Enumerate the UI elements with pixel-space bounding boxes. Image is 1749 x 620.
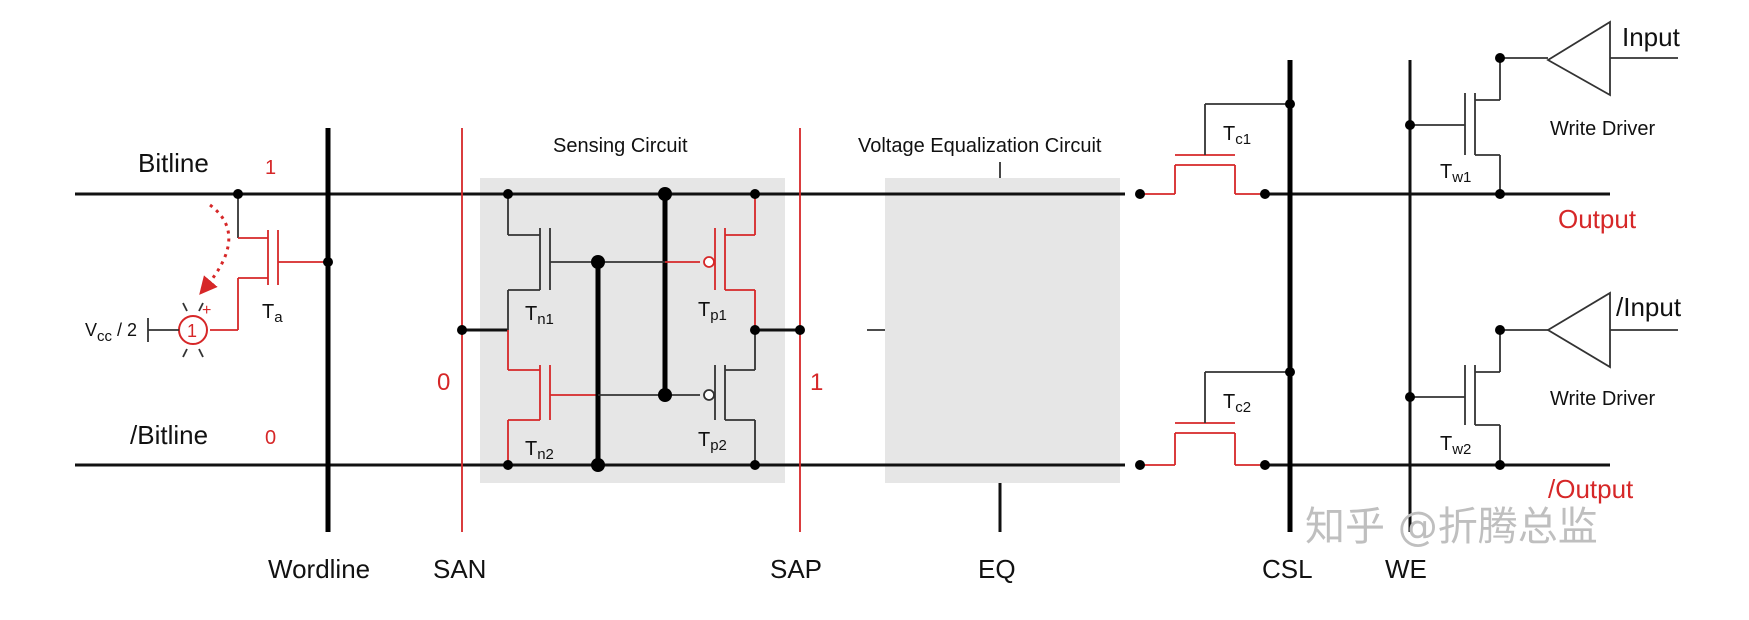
junction-nodes <box>233 53 1505 472</box>
tc2-label: Tc2 <box>1223 391 1251 416</box>
column-select-tc2 <box>1140 371 1290 466</box>
access-transistor-ta <box>210 194 328 331</box>
column-select-tc1 <box>1140 103 1290 195</box>
tp2-label: Tp2 <box>698 429 727 454</box>
input-bar-label: /Input <box>1616 292 1682 322</box>
sensing-circuit-block <box>480 178 785 483</box>
tn1-label: Tn1 <box>525 303 554 328</box>
san-label: SAN <box>433 554 486 584</box>
cell-number: 1 <box>187 321 197 341</box>
write-driver-top <box>1410 20 1678 194</box>
tp1-label: Tp1 <box>698 299 727 324</box>
voltage-eq-label: Voltage Equalization Circuit <box>858 135 1102 157</box>
output-bar-label: /Output <box>1548 474 1634 504</box>
output-label: Output <box>1558 204 1637 234</box>
tw1-label: Tw1 <box>1440 161 1471 186</box>
input-label: Input <box>1622 22 1681 52</box>
bitline-bar-label: /Bitline <box>130 420 208 450</box>
watermark: 知乎 @折腾总监 <box>1305 504 1598 550</box>
charge-arrow <box>199 203 231 295</box>
bitline-label: Bitline <box>138 148 209 178</box>
write-driver-bottom <box>1410 291 1678 465</box>
we-label: WE <box>1385 554 1427 584</box>
vcc-label: Vcc / 2 <box>85 320 137 345</box>
write-driver-bottom-label: Write Driver <box>1550 388 1656 410</box>
bitline-value: 1 <box>265 157 276 179</box>
wordline-label: Wordline <box>268 554 370 584</box>
sensing-circuit-label: Sensing Circuit <box>553 135 688 157</box>
tn2-label: Tn2 <box>525 438 554 463</box>
ta-label: Ta <box>262 301 283 326</box>
cell-plus-sign: + <box>202 302 211 319</box>
bitline-bar-value: 0 <box>265 427 276 449</box>
write-driver-top-label: Write Driver <box>1550 118 1656 140</box>
sap-value: 1 <box>810 369 823 396</box>
san-value: 0 <box>437 369 450 396</box>
tw2-label: Tw2 <box>1440 433 1471 458</box>
sensing-circuit-wiring <box>462 194 800 465</box>
sap-label: SAP <box>770 554 822 584</box>
tc1-label: Tc1 <box>1223 123 1251 148</box>
csl-label: CSL <box>1262 554 1313 584</box>
storage-cell <box>147 302 208 358</box>
voltage-equalization-block <box>885 178 1120 483</box>
eq-label: EQ <box>978 554 1016 584</box>
